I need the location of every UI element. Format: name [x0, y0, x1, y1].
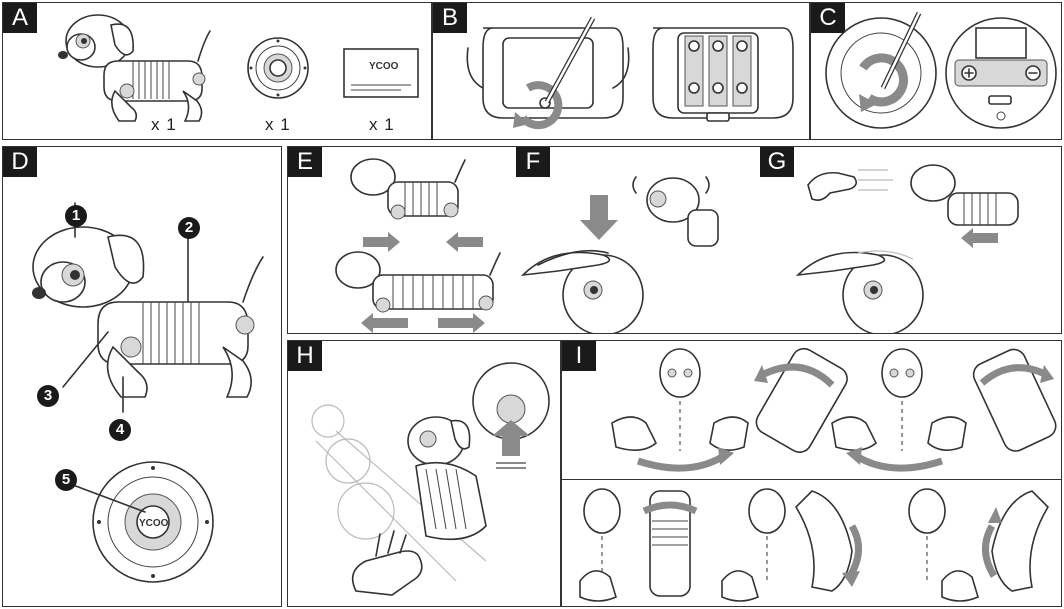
panel-c: C [810, 2, 1062, 140]
callout-2: 2 [178, 217, 200, 239]
robot-dog-parts-illustration [32, 202, 264, 413]
remote-illustration [247, 37, 309, 99]
battery-cover-open-illustration [466, 16, 630, 130]
hand-gesture-top-left [611, 347, 848, 472]
callout-1: 1 [65, 205, 87, 227]
panel-i-tag: I [562, 341, 596, 371]
panel-b: B [432, 2, 810, 140]
hand-gesture-top-right [831, 348, 1057, 472]
qty-manual: x 1 [369, 115, 395, 134]
remote-parts-illustration: YCOO [64, 461, 214, 583]
callout-4: 4 [109, 419, 131, 441]
remote-cover-open-illustration [825, 11, 937, 129]
dog-stretched-illustration [335, 251, 501, 313]
panel-a-tag: A [3, 3, 37, 33]
callout-3: 3 [37, 385, 59, 407]
panel-b-tag: B [433, 3, 467, 33]
panel-c-tag: C [811, 3, 845, 33]
panel-e-tag: E [288, 147, 322, 177]
battery-compartment-illustration [652, 27, 794, 122]
move-arrow-icon [363, 232, 483, 252]
hand-gesture-bottom [579, 488, 1050, 602]
callout-5: 5 [55, 469, 77, 491]
remote-throw-illustration [311, 362, 550, 596]
qty-remote: x 1 [265, 115, 291, 134]
panel-efg: E F G [287, 146, 1062, 334]
swipe-head-illustration [795, 164, 1019, 333]
pat-head-illustration [520, 176, 719, 333]
panel-h-tag: H [288, 341, 322, 371]
remote-battery-illustration [945, 17, 1057, 129]
robot-dog-illustration [58, 14, 211, 122]
panel-g-tag: G [760, 147, 794, 177]
qty-dog: x 1 [151, 115, 177, 134]
panel-h: H [287, 340, 561, 607]
move-arrow-icon [361, 313, 485, 333]
panel-i-divider [562, 479, 1061, 480]
panel-f-tag: F [516, 147, 550, 177]
manual-booklet-illustration: YCOO [343, 48, 419, 98]
panel-i: I [561, 340, 1062, 607]
dog-compressed-illustration [350, 158, 466, 220]
panel-a: A YCOO x 1 x 1 x 1 [2, 2, 432, 140]
panel-d: D 1 2 3 4 YCOO 5 [2, 146, 282, 607]
remote-logo: YCOO [139, 518, 169, 529]
panel-d-tag: D [3, 147, 37, 177]
booklet-logo: YCOO [369, 61, 399, 72]
